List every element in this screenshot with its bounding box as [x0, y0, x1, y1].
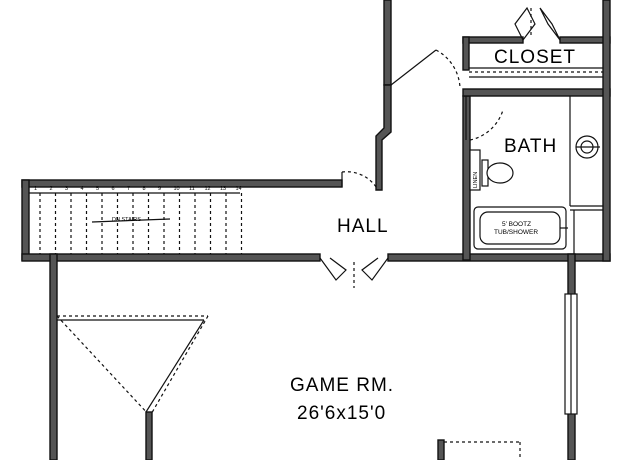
stair-number: 4	[81, 186, 84, 192]
wall-stair-top	[21, 179, 343, 188]
stair-number: 12	[205, 186, 211, 192]
game-room-details	[56, 293, 578, 460]
bath-fixtures: LINEN 5' BOOTZ TUB/SHOWER	[469, 96, 603, 254]
wall-closet-left	[462, 36, 470, 71]
wall-hall-bottom-left	[21, 253, 321, 262]
bath-label: BATH	[504, 136, 557, 157]
stair-number: 7	[127, 186, 130, 192]
hall-label: HALL	[337, 216, 389, 237]
wall-hall-bottom-right	[387, 253, 611, 262]
stair-direction-arrow	[91, 218, 171, 223]
tub-label-line1: 5' BOOTZ	[502, 221, 531, 228]
wall-hall-upper	[383, 0, 392, 86]
stair-treads	[39, 193, 243, 254]
wall-game-interior	[145, 411, 153, 460]
stair-number: 3	[65, 186, 68, 192]
tub-label-line2: TUB/SHOWER	[494, 229, 538, 236]
stair-number: 9	[158, 186, 161, 192]
game-door-right	[361, 257, 389, 281]
wall-closet-top	[462, 36, 524, 44]
stair-number: 5	[96, 186, 99, 192]
closet-label: CLOSET	[494, 47, 576, 68]
game-room-label: GAME RM.	[290, 375, 394, 396]
closet-door-left	[514, 6, 536, 42]
stair-number: 1	[34, 186, 37, 192]
wall-game-left	[49, 253, 58, 460]
stair-number: 13	[220, 186, 226, 192]
doors	[319, 6, 561, 288]
stair-number: 2	[50, 186, 53, 192]
stair-number: 10	[174, 186, 180, 192]
closet-door-right	[539, 7, 561, 41]
linen-label: LINEN	[473, 172, 479, 188]
closet-shelving	[469, 67, 603, 78]
game-room-size: 26'6x15'0	[297, 403, 386, 424]
game-door-left	[319, 257, 347, 281]
linen-cabinet	[469, 149, 481, 191]
stair-number: 11	[189, 186, 195, 192]
wall-stair-left	[21, 179, 30, 261]
stair-number: 8	[143, 186, 146, 192]
wall-bottom-right-stub	[437, 439, 445, 460]
stairs-label: DN STAIRS	[112, 217, 141, 223]
toilet-icon	[486, 162, 514, 184]
wall-hall-diagonal	[375, 84, 392, 191]
stair-number: 14	[236, 186, 242, 192]
wall-closet-bottom	[462, 88, 611, 97]
stair-number: 6	[112, 186, 115, 192]
wall-right-exterior	[602, 0, 611, 262]
